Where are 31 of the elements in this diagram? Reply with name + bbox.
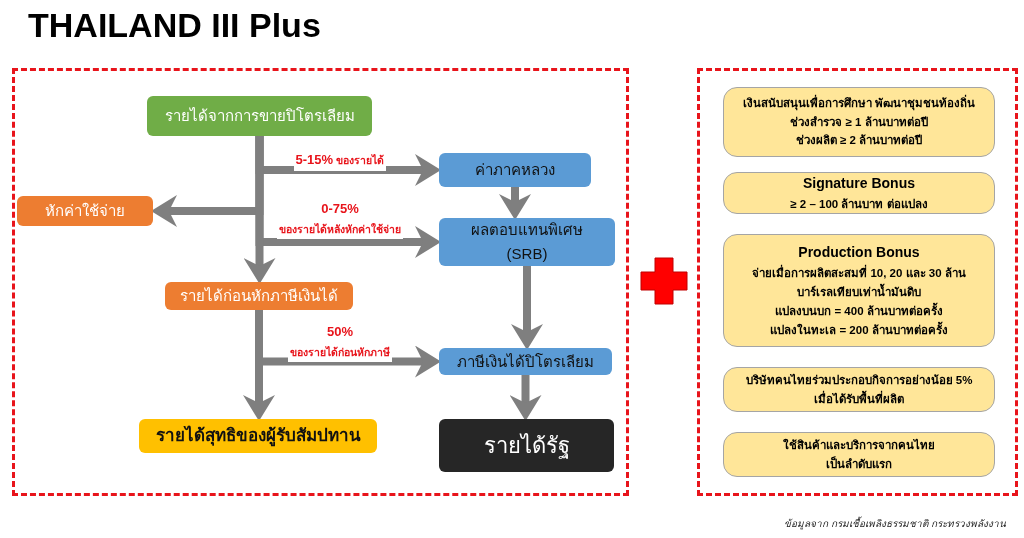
source-note: ข้อมูลจาก กรมเชื้อเพลิงธรรมชาติ กระทรวงพลังงาน [784, 516, 1006, 531]
note-text: ช่วงสำรวจ ≥ 1 ล้านบาทต่อปี [790, 114, 928, 130]
arrow [499, 187, 531, 220]
note-box [723, 87, 995, 157]
process-box: หักค่าใช้จ่าย [17, 196, 153, 226]
process-box: รายได้ก่อนหักภาษีเงินได้ [165, 282, 353, 310]
note-text: บริษัทคนไทยร่วมประกอบกิจการอย่างน้อย 5% เมื่อได้รับพื้นที่ผลิต [744, 372, 974, 407]
dashed-frame [697, 68, 1018, 496]
arrow [243, 136, 276, 284]
process-box: ค่าภาคหลวง [439, 153, 591, 187]
note-box [723, 234, 995, 347]
note-text: ช่วงผลิต ≥ 2 ล้านบาทต่อปี [795, 133, 923, 149]
note-text: ≥ 2 – 100 ล้านบาท ต่อแปลง [790, 197, 928, 213]
process-box: รายได้สุทธิของผู้รับสัมปทาน [139, 419, 377, 453]
process-box: ผลตอบแทนพิเศษ (SRB) [439, 218, 615, 266]
note-box [723, 172, 995, 214]
note-text: เงินสนับสนุนเพื่อการศึกษา พัฒนาชุมชนท้องถิ่น [742, 93, 976, 113]
arrow [511, 266, 543, 350]
title: THAILAND III Plus [28, 6, 321, 45]
process-box: รายได้จากการขายปิโตรเลียม [147, 96, 372, 136]
note-box [723, 432, 995, 477]
arrow [509, 375, 542, 421]
note-box [723, 367, 995, 412]
note-text: แปลงบนบก = 400 ล้านบาทต่อครั้ง [775, 302, 943, 321]
note-text: จ่ายเมื่อการผลิตสะสมที่ 10, 20 และ 30 ล้านบาร์เรลเทียบเท่าน้ำมันดิบ [741, 264, 977, 303]
note-heading: Production Bonus [798, 243, 920, 262]
process-box: รายได้รัฐ [439, 419, 614, 472]
note-text: ใช้สินค้าและบริการจากคนไทยเป็นลำดับแรก [782, 437, 936, 472]
note-heading: Signature Bonus [803, 173, 915, 193]
note-text: แปลงในทะเล = 200 ล้านบาทต่อครั้ง [770, 321, 948, 340]
process-box: ภาษีเงินได้ปิโตรเลียม [439, 348, 612, 375]
